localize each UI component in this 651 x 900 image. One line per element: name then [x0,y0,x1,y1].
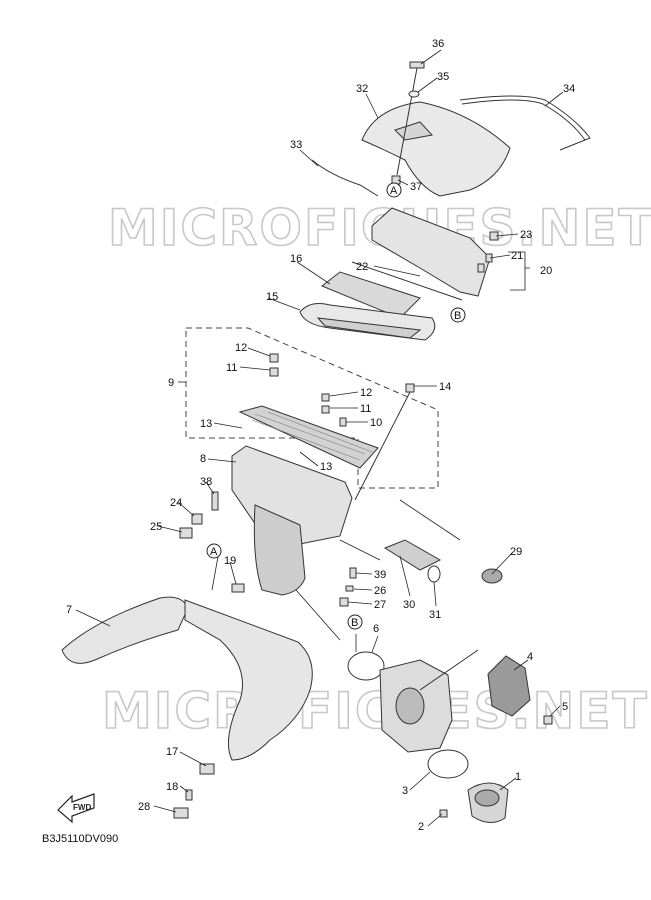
callout-17: 17 [166,746,178,758]
callout-3: 3 [402,785,408,797]
part-screw-18 [185,789,193,801]
part-clip-17 [199,763,215,775]
diagram-code: B3J5110DV090 [42,833,118,845]
callout-38: 38 [200,476,212,488]
callout-8: 8 [200,453,206,465]
part-screw-5 [543,715,553,725]
callout-20: 20 [540,265,552,277]
callout-18: 18 [166,781,178,793]
callout-25: 25 [150,521,162,533]
callout-15: 15 [266,291,278,303]
callout-28: 28 [138,801,150,813]
part-grommet-11a [269,367,279,377]
part-trim-34 [459,95,591,151]
part-duct [184,599,313,761]
ref-circle-b-right [450,307,466,323]
part-bolt-38 [211,491,219,511]
callout-7: 7 [66,604,72,616]
callout-numbers: 36 35 32 34 33 37 23 21 20 22 16 15 12 1… [66,38,575,833]
part-nut-28 [173,807,189,819]
callout-14: 14 [439,381,451,393]
part-grommet-12a [269,353,279,363]
callout-21: 21 [511,250,523,262]
callout-13b: 13 [320,461,332,473]
ref-mark-b-right: B [454,310,461,322]
part-grommet-25 [179,527,193,539]
watermark-bottom: MICROFICHES.NET [102,682,649,740]
part-element-16 [321,271,421,319]
part-panel-20 [371,207,491,297]
callout-29: 29 [510,546,522,558]
part-hose-30 [383,539,442,571]
part-collar-27 [339,597,349,607]
group-box-9 [185,327,439,489]
callout-6: 6 [373,623,379,635]
callout-22: 22 [356,261,368,273]
callout-26: 26 [374,585,386,597]
part-side-cover-7 [61,596,189,664]
callout-12a: 12 [235,342,247,354]
part-bolt-39 [349,567,357,579]
part-bolt-36 [409,61,425,69]
part-top-cover [361,101,511,197]
callout-11a: 11 [226,362,237,374]
callout-9: 9 [168,377,174,389]
part-washer-26 [345,585,354,592]
part-cover-4 [487,655,531,717]
ref-circle-a-top [386,182,402,198]
part-grommet-11b [321,405,330,414]
callout-11b: 11 [360,403,371,415]
callout-37: 37 [410,181,422,193]
callout-30: 30 [403,599,415,611]
fwd-label: FWD [73,803,91,812]
fwd-arrow-icon: FWD [57,793,95,824]
part-grommet-12b [321,393,330,402]
part-cable-33 [311,159,379,197]
part-collar-24 [191,513,203,525]
callout-33: 33 [290,139,302,151]
part-sensor-14 [405,383,415,393]
part-sensor-29 [481,568,503,584]
part-frame-13 [238,405,379,469]
ref-mark-b-mid: B [351,617,358,629]
callout-12b: 12 [360,387,372,399]
callout-1: 1 [515,771,521,783]
callout-4: 4 [527,651,533,663]
ref-circle-a-left [206,543,222,559]
leader-lines [75,49,564,827]
callout-35: 35 [437,71,449,83]
part-clamp-3 [427,749,469,779]
callout-36: 36 [432,38,444,50]
part-screw-10 [339,417,347,427]
part-screw-2 [439,809,448,818]
ref-mark-a-left: A [210,546,218,558]
callout-24: 24 [170,497,182,509]
part-band-6 [347,651,385,681]
callout-31: 31 [429,609,441,621]
callout-32: 32 [356,83,368,95]
ref-mark-a-top: A [390,185,398,197]
callout-10: 10 [370,417,382,429]
callout-2: 2 [418,821,424,833]
part-bolt-21b [477,263,485,273]
callout-5: 5 [562,701,568,713]
callout-16: 16 [290,253,302,265]
reference-marks: A A B B [206,182,466,630]
callout-19: 19 [224,555,236,567]
callout-39: 39 [374,569,386,581]
callout-23: 23 [520,229,532,241]
callout-34: 34 [563,83,575,95]
part-strip-22 [351,261,463,301]
part-clamp-31 [427,565,441,583]
callout-27: 27 [374,599,386,611]
part-washer-35 [408,90,420,98]
ref-circle-b-mid [347,614,363,630]
part-clip-19 [231,583,245,593]
callout-13a: 13 [200,418,212,430]
